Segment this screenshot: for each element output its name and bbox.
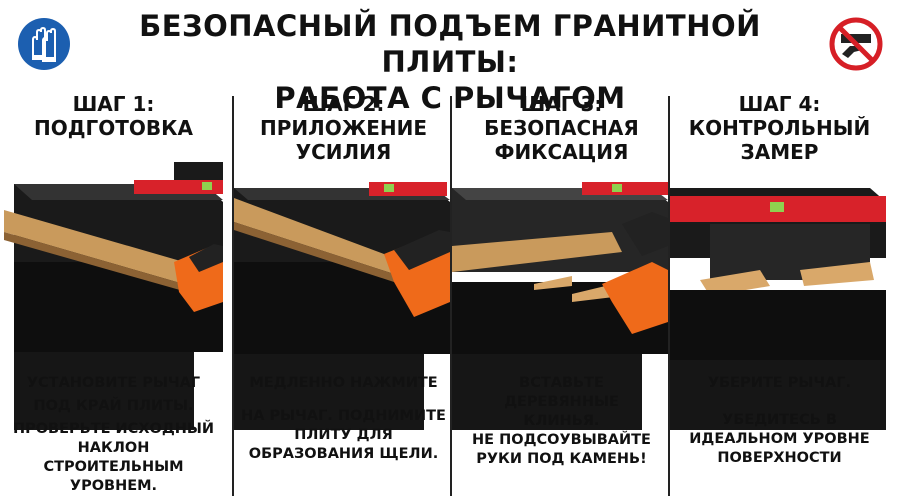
wooden-lever [4,210,194,287]
divider-1 [232,96,234,496]
step-1-illustration [4,162,223,430]
step-4-caption: УБЕРИТЕ РЫЧАГ. УБЕДИТЕСЬ В ИДЕАЛЬНОМ УРО… [670,374,889,468]
page-title: БЕЗОПАСНЫЙ ПОДЪЕМ ГРАНИТНОЙ ПЛИТЫ: РАБОТ… [70,8,830,116]
wooden-wedge [800,262,874,286]
step-1-panel: ШАГ 1: ПОДГОТОВКА УСТАНОВИТЕ РЫЧАГ ПОД К… [4,92,223,502]
caption-line: ПЛИТУ ДЛЯ [294,427,393,443]
wooden-wedge [700,270,770,296]
caption-line: УБЕДИТЕСЬ В [722,412,837,428]
step-3-title-2: ФИКСАЦИЯ [494,140,629,164]
step-3-panel: ШАГ 3: БЕЗОПАСНАЯ ФИКСАЦИЯ ВСТАВЬТЕ ДЕРЕ… [452,92,671,502]
gloved-hand [602,262,668,334]
step-2-panel: ШАГ 2: ПРИЛОЖЕНИЕ УСИЛИЯ МЕДЛЕННО НАЖМИТ… [234,92,453,502]
step-1-number: ШАГ 1: [72,92,155,116]
caption-line: ПРОВЕРЬТЕ ИСХОДНЫЙ [12,421,215,437]
step-4-number: ШАГ 4: [738,92,821,116]
caption-line: ИДЕАЛЬНОМ УРОВНЕ [689,431,870,447]
caption-line: МЕДЛЕННО НАЖМИТЕ [249,375,438,391]
step-2-title: ПРИЛОЖЕНИЕ [259,116,428,140]
step-1-title: ПОДГОТОВКА [33,116,193,140]
step-3-caption: ВСТАВЬТЕ ДЕРЕВЯННЫЕ КЛИНЬЯ. НЕ ПОДСОУВЫВ… [452,374,671,469]
step-3-title: БЕЗОПАСНАЯ [484,116,639,140]
caption-line: ВСТАВЬТЕ [519,375,604,391]
step-3-number: ШАГ 3: [520,92,603,116]
step-4-title: КОНТРОЛЬНЫЙ [688,116,871,140]
wooden-lever [234,198,394,274]
caption-line: РУКИ ПОД КАМЕНЬ! [476,451,647,467]
title-line-1: БЕЗОПАСНЫЙ ПОДЪЕМ ГРАНИТНОЙ ПЛИТЫ: [139,9,761,79]
caption-line: НАКЛОН [77,440,150,456]
title-line-2: РАБОТА С РЫЧАГОМ [274,81,626,115]
step-1-caption: УСТАНОВИТЕ РЫЧАГ ПОД КРАЙ ПЛИТЫ. ПРОВЕРЬ… [4,374,223,496]
divider-2 [450,96,452,496]
spirit-level [369,182,447,196]
spirit-level [134,180,223,194]
step-3-illustration [452,182,668,430]
caption-line: СТРОИТЕЛЬНЫМ [43,459,184,475]
caption-line: КЛИНЬЯ. [523,413,600,429]
wooden-lever [452,232,622,272]
step-2-illustration [234,182,450,430]
caption-line: ДЕРЕВЯННЫЕ [504,394,619,410]
caption-line: УРОВНЕМ. [69,478,158,494]
step-3-heading: ШАГ 3: БЕЗОПАСНАЯ ФИКСАЦИЯ [452,92,671,164]
protective-gloves-icon [18,18,70,70]
step-4-illustration [670,188,886,430]
step-4-title-2: ЗАМЕР [740,140,819,164]
step-1-heading: ШАГ 1: ПОДГОТОВКА [4,92,223,140]
caption-line: ПОВЕРХНОСТИ [717,450,842,466]
no-hands-prohibition-icon [829,17,883,71]
step-4-panel: ШАГ 4: КОНТРОЛЬНЫЙ ЗАМЕР УБЕРИТЕ РЫЧАГ. … [670,92,889,502]
step-2-title-2: УСИЛИЯ [295,140,392,164]
caption-line: НЕ ПОДСОУВЫВАЙТЕ [472,432,651,448]
step-2-number: ШАГ 2: [302,92,385,116]
caption-line: ОБРАЗОВАНИЯ ЩЕЛИ. [248,446,439,462]
gloved-hand [622,212,668,256]
caption-line: НА РЫЧАГ. ПОДНИМИТЕ [241,408,446,424]
step-2-heading: ШАГ 2: ПРИЛОЖЕНИЕ УСИЛИЯ [234,92,453,164]
spirit-level [582,182,668,195]
divider-3 [668,96,670,496]
wooden-wedge [534,276,572,290]
caption-line: УБЕРИТЕ РЫЧАГ. [707,375,852,391]
caption-line: УСТАНОВИТЕ РЫЧАГ [26,375,201,391]
caption-line: ПОД КРАЙ ПЛИТЫ. [33,398,194,414]
step-2-caption: МЕДЛЕННО НАЖМИТЕ НА РЫЧАГ. ПОДНИМИТЕ ПЛИ… [234,374,453,464]
step-4-heading: ШАГ 4: КОНТРОЛЬНЫЙ ЗАМЕР [670,92,889,164]
